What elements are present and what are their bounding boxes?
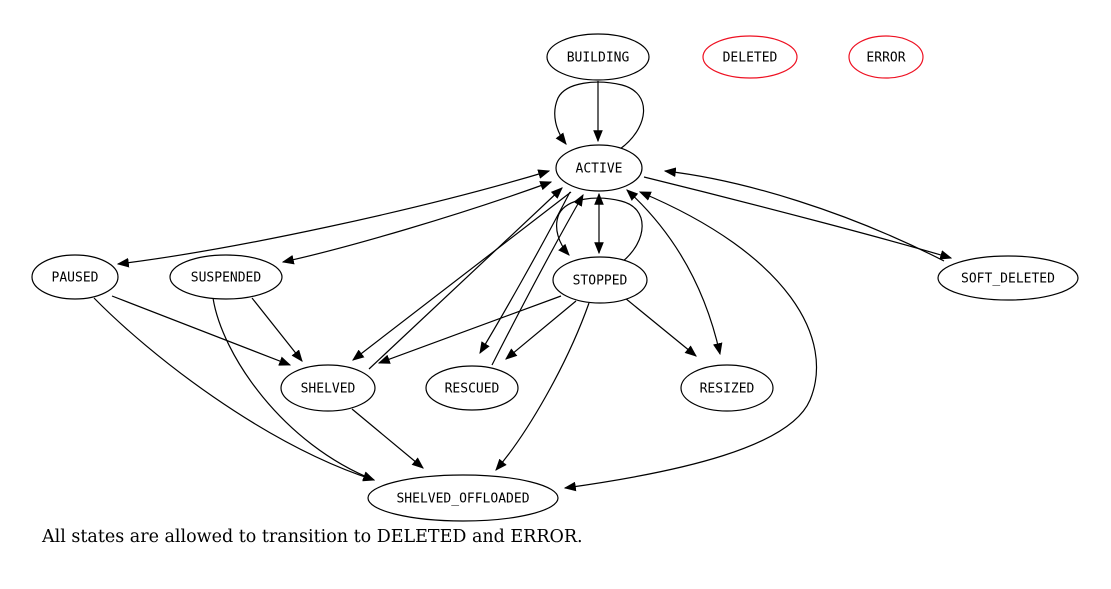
node-ellipse-shelved_offloaded <box>367 474 559 522</box>
edge-paused-shelved <box>111 295 292 366</box>
node-label-stopped: STOPPED <box>573 274 628 289</box>
node-shelved_offloaded: SHELVED_OFFLOADED <box>367 474 559 522</box>
edge-suspended-shelved <box>251 297 303 362</box>
edge-suspended-shelved_offloaded <box>212 297 376 481</box>
edge-shelved-active <box>368 187 563 370</box>
edge-active-active <box>554 81 645 150</box>
node-label-shelved: SHELVED <box>301 382 356 397</box>
node-active: ACTIVE <box>555 144 643 192</box>
edges-layer <box>93 81 953 492</box>
node-label-shelved_offloaded: SHELVED_OFFLOADED <box>396 492 529 507</box>
edge-stopped-shelved_offloaded <box>495 302 590 471</box>
edge-active-suspended <box>281 181 553 265</box>
edge-active-shelved_offloaded <box>563 191 818 492</box>
node-suspended: SUSPENDED <box>169 254 283 300</box>
node-label-rescued: RESCUED <box>445 382 500 397</box>
node-shelved: SHELVED <box>280 364 376 412</box>
node-ellipse-resized <box>680 364 774 412</box>
node-label-error: ERROR <box>866 51 905 66</box>
node-label-suspended: SUSPENDED <box>191 271 262 286</box>
node-ellipse-active <box>555 144 643 192</box>
node-error: ERROR <box>848 35 924 79</box>
node-resized: RESIZED <box>680 364 774 412</box>
node-rescued: RESCUED <box>425 365 519 411</box>
node-stopped: STOPPED <box>552 256 648 304</box>
edge-stopped-resized <box>624 297 697 357</box>
node-soft_deleted: SOFT_DELETED <box>937 255 1079 301</box>
edge-paused-shelved_offloaded <box>93 297 376 482</box>
edge-active-soft_deleted <box>643 176 953 260</box>
node-ellipse-building <box>546 33 650 81</box>
diagram-caption: All states are allowed to transition to … <box>42 527 583 547</box>
edge-active-shelved <box>352 191 572 361</box>
node-ellipse-error <box>848 35 924 79</box>
node-deleted: DELETED <box>702 35 798 79</box>
node-building: BUILDING <box>546 33 650 81</box>
node-ellipse-rescued <box>425 365 519 411</box>
node-paused: PAUSED <box>31 254 119 300</box>
node-label-paused: PAUSED <box>52 271 99 286</box>
edge-stopped-shelved <box>377 295 562 364</box>
node-ellipse-paused <box>31 254 119 300</box>
node-ellipse-deleted <box>702 35 798 79</box>
edge-stopped-rescued <box>505 300 577 360</box>
node-ellipse-shelved <box>280 364 376 412</box>
node-label-soft_deleted: SOFT_DELETED <box>961 272 1055 287</box>
node-label-active: ACTIVE <box>576 162 623 177</box>
edge-active-rescued <box>479 191 571 355</box>
edge-shelved-shelved_offloaded <box>351 408 424 469</box>
node-ellipse-stopped <box>552 256 648 304</box>
nodes-layer: BUILDING DELETED ERROR ACTIVE PAUSED SUSPENDE… <box>31 33 1079 522</box>
node-ellipse-suspended <box>169 254 283 300</box>
node-label-resized: RESIZED <box>700 382 755 397</box>
edge-soft_deleted-active <box>663 167 945 262</box>
node-ellipse-soft_deleted <box>937 255 1079 301</box>
node-label-deleted: DELETED <box>723 51 778 66</box>
node-label-building: BUILDING <box>567 51 630 66</box>
